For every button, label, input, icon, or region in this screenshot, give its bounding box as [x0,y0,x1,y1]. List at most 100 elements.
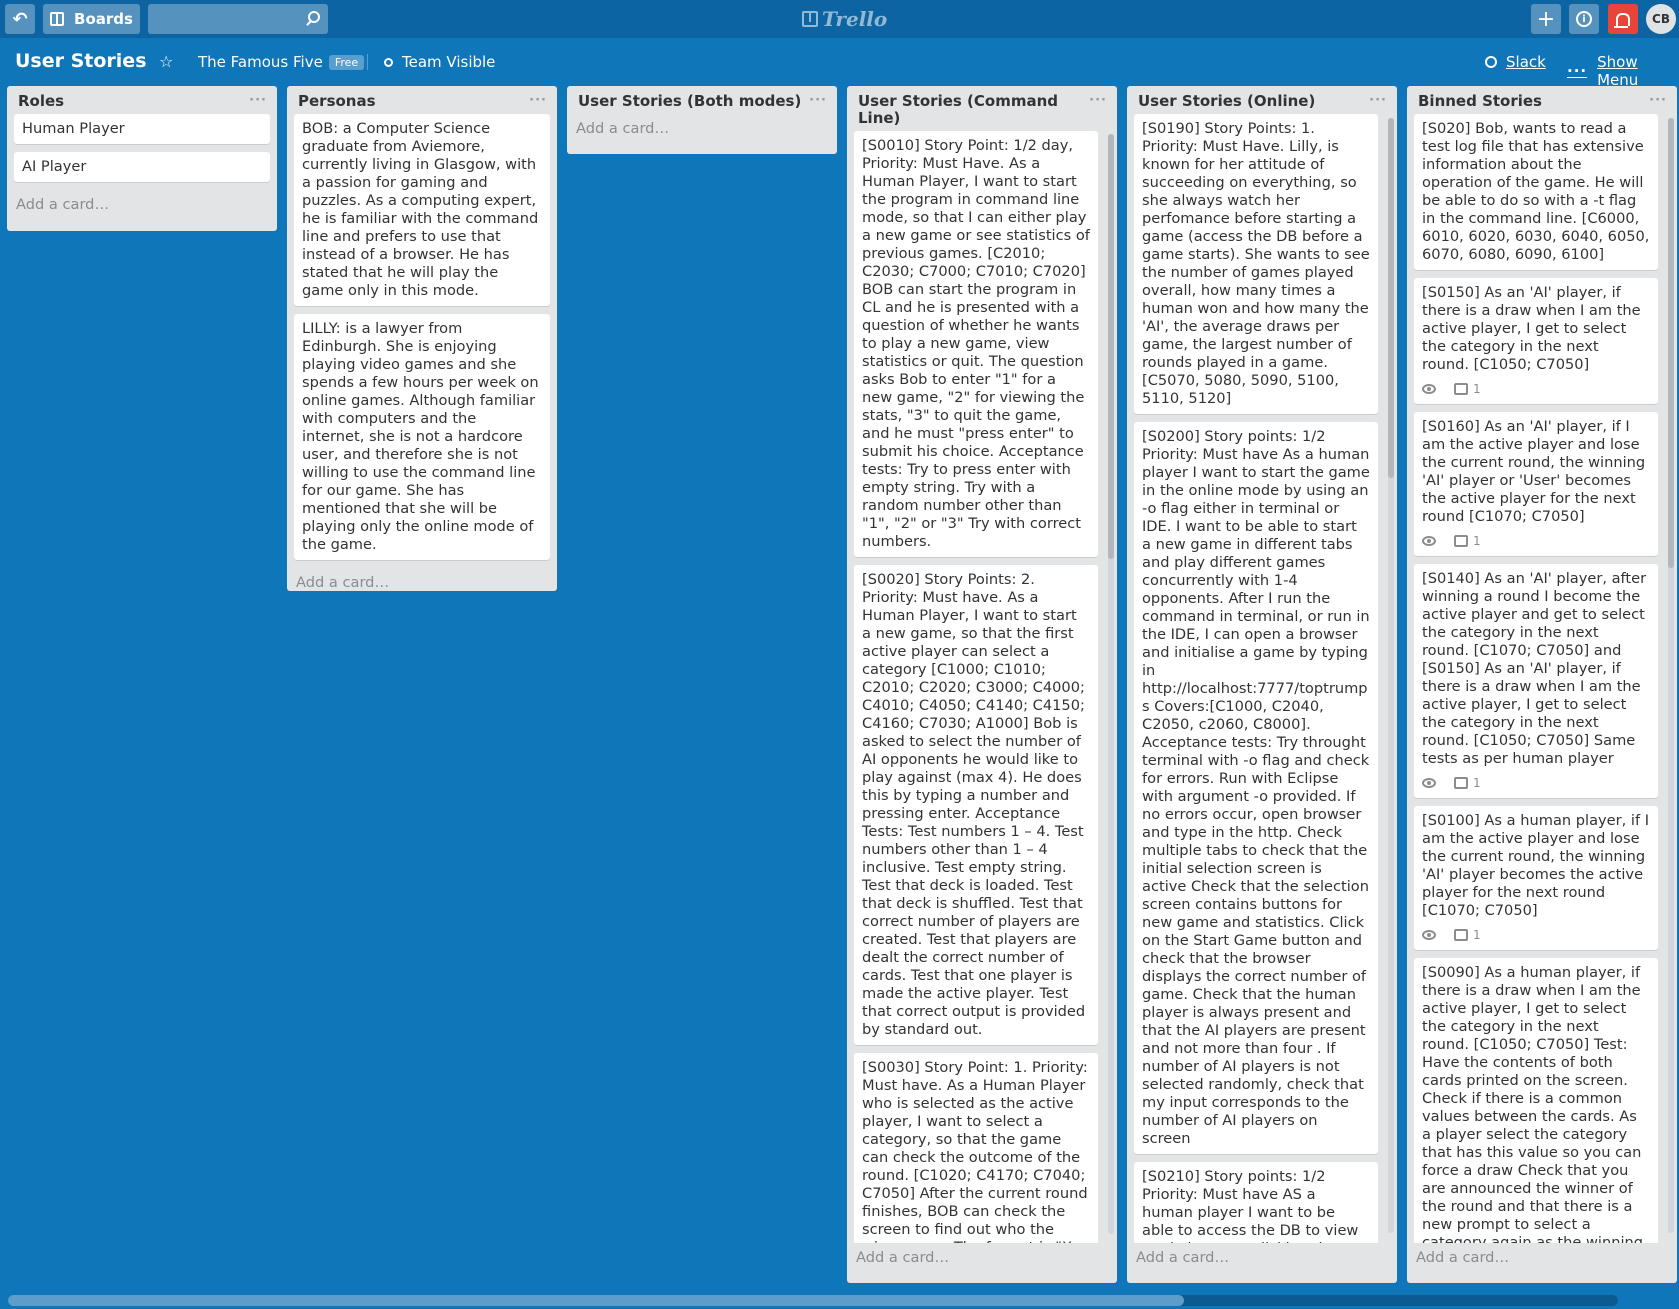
back-button[interactable]: ↶ [5,4,35,34]
list-scrollbar[interactable] [1108,134,1114,1234]
add-card-link[interactable]: Add a card… [856,1249,950,1266]
add-card-link[interactable]: Add a card… [576,120,670,137]
visibility-button[interactable]: Team Visible [384,53,495,71]
card[interactable]: [S0140] As an 'AI' player, after winning… [1414,564,1658,798]
add-card-link[interactable]: Add a card… [1136,1249,1230,1266]
card-container: [S020] Bob, wants to read a test log fil… [1407,114,1677,1243]
plus-icon: + [1536,6,1556,32]
list-menu-icon[interactable]: ··· [809,93,827,108]
card-text: BOB: a Computer Science graduate from Av… [302,120,539,299]
top-header: ↶ Boards Trello + i CB [0,0,1679,38]
comment-count: 1 [1473,928,1481,942]
card-container: BOB: a Computer Science graduate from Av… [287,114,557,568]
list-menu-icon[interactable]: ··· [1369,93,1387,108]
list-header[interactable]: User Stories (Command Line) ··· [847,86,1117,131]
list-scrollbar[interactable] [1668,118,1674,1233]
card-text: [S0160] As an 'AI' player, if I am the a… [1422,418,1646,525]
list-header[interactable]: User Stories (Both modes) ··· [567,86,837,114]
card-badges: 1 [1422,774,1650,792]
add-card-link[interactable]: Add a card… [16,196,110,213]
list-scrollbar-thumb[interactable] [1108,134,1114,559]
list-title[interactable]: Personas [298,92,376,110]
info-button[interactable]: i [1569,4,1599,34]
card[interactable]: [S0200] Story points: 1/2 Priority: Must… [1134,422,1378,1154]
card[interactable]: [S0100] As a human player, if I am the a… [1414,806,1658,950]
list-title[interactable]: Roles [18,92,65,110]
list-scrollbar-thumb[interactable] [1668,118,1674,568]
comment-icon [1454,383,1468,395]
list-header[interactable]: Binned Stories ··· [1407,86,1677,114]
watch-eye-icon [1422,536,1436,546]
back-arrow-icon: ↶ [12,8,28,30]
list-menu-icon[interactable]: ··· [1089,93,1107,108]
card[interactable]: LILLY: is a lawyer from Edinburgh. She i… [294,314,550,560]
list-scrollbar[interactable] [1388,118,1394,1233]
list-binned-stories: Binned Stories ··· [S020] Bob, wants to … [1407,86,1677,1283]
list-title[interactable]: User Stories (Command Line) [858,92,1059,127]
show-menu-link[interactable]: ··· Show Menu [1567,53,1679,89]
list-roles: Roles ··· Human Player AI Player Add a c… [7,86,277,231]
notifications-button[interactable] [1608,4,1638,34]
board-title[interactable]: User Stories [15,50,147,72]
card-text: [S0210] Story points: 1/2 Priority: Must… [1142,1168,1359,1243]
card-text: [S0090] As a human player, if there is a… [1422,964,1644,1243]
list-title[interactable]: User Stories (Online) [1138,92,1316,110]
card-text: Human Player [22,120,125,137]
add-button[interactable]: + [1531,4,1561,34]
card[interactable]: [S0160] As an 'AI' player, if I am the a… [1414,412,1658,556]
card[interactable]: [S0190] Story Points: 1. Priority: Must … [1134,114,1378,414]
list-menu-icon[interactable]: ··· [249,93,267,108]
card-text: AI Player [22,158,87,175]
card-container: [S0190] Story Points: 1. Priority: Must … [1127,114,1397,1243]
list-title[interactable]: Binned Stories [1418,92,1542,110]
add-card-link[interactable]: Add a card… [296,574,390,591]
list-header[interactable]: Roles ··· [7,86,277,114]
card[interactable]: [S020] Bob, wants to read a test log fil… [1414,114,1658,270]
list-header[interactable]: Personas ··· [287,86,557,114]
slack-link[interactable]: Slack [1485,53,1546,71]
card[interactable]: [S0020] Story Points: 2. Priority: Must … [854,565,1098,1045]
logo-text: Trello [822,7,888,31]
card-container: Human Player AI Player [7,114,277,190]
list-user-stories-online: User Stories (Online) ··· [S0190] Story … [1127,86,1397,1283]
list-title[interactable]: User Stories (Both modes) [578,92,802,110]
team-link[interactable]: The Famous Five Free [198,53,365,71]
list-header[interactable]: User Stories (Online) ··· [1127,86,1397,114]
card-text: [S0140] As an 'AI' player, after winning… [1422,570,1647,767]
list-scrollbar-thumb[interactable] [1388,118,1394,478]
card[interactable]: Human Player [14,114,270,144]
trello-logo-icon [802,11,818,27]
card[interactable]: [S0150] As an 'AI' player, if there is a… [1414,278,1658,404]
watch-eye-icon [1422,930,1436,940]
add-card-link[interactable]: Add a card… [1416,1249,1510,1266]
card-text: [S0100] As a human player, if I am the a… [1422,812,1650,919]
card[interactable]: [S0090] As a human player, if there is a… [1414,958,1658,1243]
card-text: LILLY: is a lawyer from Edinburgh. She i… [302,320,539,553]
bell-icon [1614,12,1630,28]
watch-eye-icon [1422,384,1436,394]
team-visibility-icon [384,57,393,67]
trello-logo[interactable]: Trello [802,7,887,31]
star-icon[interactable]: ☆ [159,52,174,71]
boards-button[interactable]: Boards [43,4,140,34]
visibility-label: Team Visible [402,53,496,71]
list-menu-icon[interactable]: ··· [529,93,547,108]
card-text: [S0190] Story Points: 1. Priority: Must … [1142,120,1370,407]
comment-icon [1454,929,1468,941]
list-menu-icon[interactable]: ··· [1649,93,1667,108]
comment-count: 1 [1473,382,1481,396]
slack-label: Slack [1506,53,1546,71]
search-icon[interactable] [308,11,320,23]
card[interactable]: [S0030] Story Point: 1. Priority: Must h… [854,1053,1098,1243]
board-horizontal-scrollbar-thumb[interactable] [8,1295,1184,1306]
card[interactable]: [S0210] Story points: 1/2 Priority: Must… [1134,1162,1378,1243]
team-name: The Famous Five [198,53,323,71]
card[interactable]: BOB: a Computer Science graduate from Av… [294,114,550,306]
avatar[interactable]: CB [1646,4,1676,34]
card-container: [S0010] Story Point: 1/2 day, Priority: … [847,131,1117,1243]
card[interactable]: [S0010] Story Point: 1/2 day, Priority: … [854,131,1098,557]
card-badges: 1 [1422,532,1650,550]
search-input[interactable] [148,4,328,34]
comment-icon [1454,777,1468,789]
card[interactable]: AI Player [14,152,270,182]
